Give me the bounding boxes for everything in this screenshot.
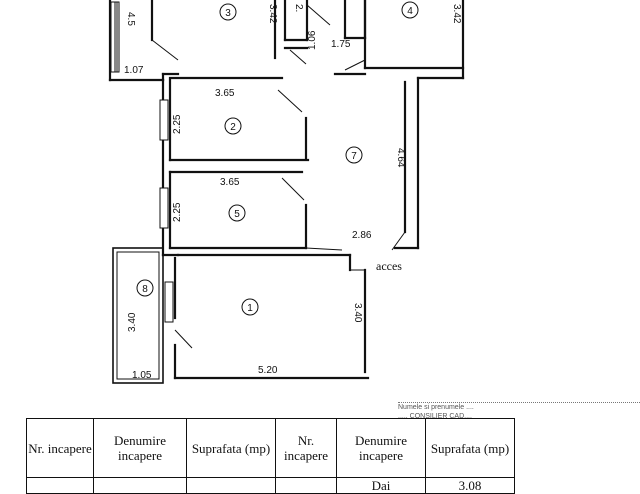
room-1-walls — [161, 253, 370, 380]
svg-text:3: 3 — [225, 8, 231, 19]
svg-text:5: 5 — [234, 209, 240, 220]
dim-room3-bottom: 1.07 — [124, 65, 144, 76]
dim-room1-width: 5.20 — [258, 365, 278, 376]
header-nr-incapere: Nr. incapere — [26, 418, 94, 478]
svg-text:7: 7 — [351, 151, 357, 162]
room-number-7: 7 — [345, 146, 363, 164]
room-number-3: 3 — [219, 3, 237, 21]
legend-header-row: Nr. incapere Denumire incapere Suprafata… — [26, 418, 515, 478]
room-legend-table: Nr. incapere Denumire incapere Suprafata… — [26, 418, 515, 494]
room-number-2: 2 — [224, 117, 242, 135]
svg-text:8: 8 — [142, 284, 148, 295]
header-denumire-incapere-2: Denumire incapere — [336, 418, 426, 478]
dim-room8-height: 3.40 — [127, 312, 138, 332]
dim-room1-height: 3.40 — [352, 303, 363, 323]
room-8-walls — [112, 247, 174, 384]
cadastral-stamp: Numele si prenumele .... ..... CONSILIER… — [398, 402, 640, 431]
header-denumire-incapere: Denumire incapere — [93, 418, 187, 478]
stamp-line-1: Numele si prenumele .... — [398, 404, 474, 411]
room-number-4: 4 — [401, 1, 419, 19]
dim-room2-height: 2.25 — [172, 114, 183, 134]
room-4-walls — [333, 0, 465, 80]
dim-room2-width: 3.65 — [215, 88, 235, 99]
room-number-1: 1 — [241, 298, 259, 316]
dim-room3-height: 4.5 — [125, 12, 136, 26]
corridor-walls — [283, 0, 367, 65]
stamp-line-2: ..... CONSILIER CAD.... — [398, 413, 472, 420]
entrance-label: acces — [376, 259, 402, 273]
dim-hall-width: 1.75 — [331, 39, 351, 50]
header-suprafata-2: Suprafata (mp) — [425, 418, 515, 478]
dim-room4-height: 3.42 — [451, 4, 462, 24]
dim-room7-width: 2.86 — [352, 230, 372, 241]
dim-room3-w1: 3.42 — [267, 4, 278, 24]
room-2-walls — [159, 76, 310, 257]
svg-text:1: 1 — [247, 303, 253, 314]
header-suprafata: Suprafata (mp) — [186, 418, 276, 478]
dim-room8-width: 1.05 — [132, 370, 152, 381]
floor-plan: 3 4 2 7 5 1 8 4.5 3.42 2. 3.42 1.75 1.06… — [108, 0, 465, 384]
dim-room3-w2: 2. — [293, 4, 304, 12]
room-5-walls — [159, 170, 308, 250]
dim-room7-height: 4.64 — [395, 148, 406, 168]
room-number-5: 5 — [228, 204, 246, 222]
room-number-8: 8 — [136, 279, 154, 297]
svg-text:4: 4 — [407, 6, 413, 17]
room-3-walls — [108, 0, 277, 82]
header-nr-incapere-2: Nr. incapere — [275, 418, 337, 478]
svg-text:2: 2 — [230, 122, 236, 133]
dim-room5-height: 2.25 — [172, 202, 183, 222]
room-7-walls — [305, 76, 420, 251]
dim-hall-door: 1.06 — [307, 30, 318, 50]
dim-room5-width: 3.65 — [220, 177, 240, 188]
